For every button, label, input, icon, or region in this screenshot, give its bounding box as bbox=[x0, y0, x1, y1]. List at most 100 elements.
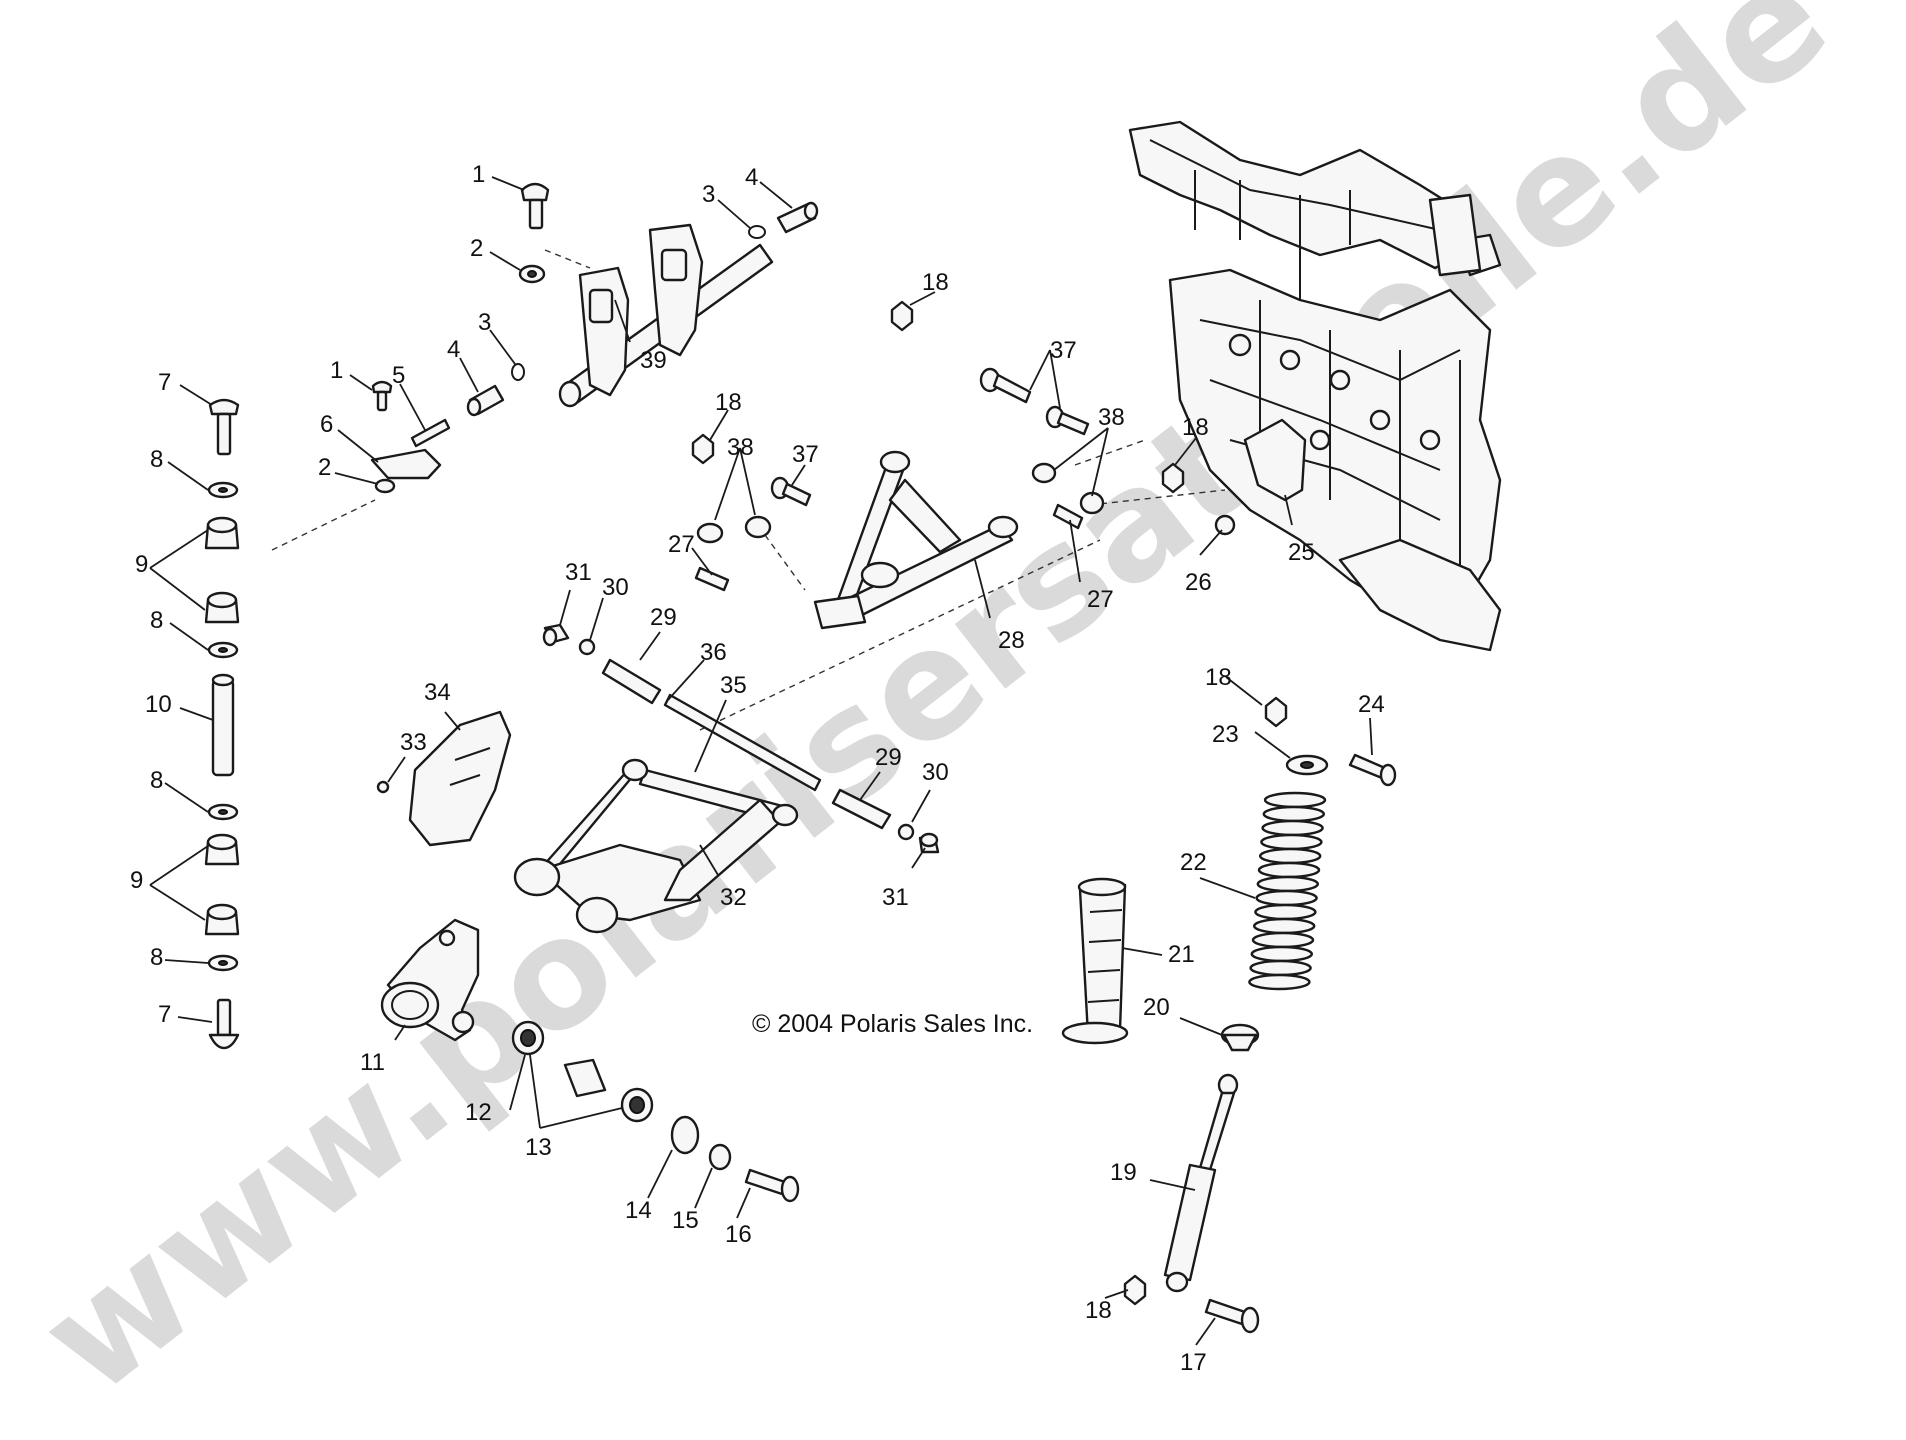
callout-21: 21 bbox=[1168, 941, 1195, 968]
spring-coil bbox=[1258, 847, 1322, 865]
part-2-nut-top bbox=[518, 264, 546, 284]
callout-15: 15 bbox=[672, 1207, 699, 1234]
part-1-bolt-small bbox=[371, 380, 393, 412]
callout-24: 24 bbox=[1358, 691, 1385, 718]
spring-coil bbox=[1257, 861, 1321, 879]
callout-34: 34 bbox=[424, 679, 451, 706]
callout-8-b: 8 bbox=[150, 607, 163, 634]
spring-coil bbox=[1262, 805, 1326, 823]
callout-28: 28 bbox=[998, 627, 1025, 654]
part-26-nut bbox=[1214, 514, 1236, 536]
callout-26: 26 bbox=[1185, 569, 1212, 596]
assembly-guide-lines bbox=[271, 249, 1226, 731]
part-30-washer-a bbox=[578, 638, 596, 656]
callout-19: 19 bbox=[1110, 1159, 1137, 1186]
leader-lines bbox=[149, 176, 1373, 1346]
spring-coil bbox=[1251, 931, 1315, 949]
part-29-sleeve-b bbox=[831, 788, 892, 830]
callout-30-a: 30 bbox=[602, 574, 629, 601]
callout-9-top: 9 bbox=[135, 551, 148, 578]
part-37-bolt-a bbox=[979, 367, 1032, 404]
callout-2-top: 2 bbox=[470, 235, 483, 262]
callout-29-a: 29 bbox=[650, 604, 677, 631]
callout-32: 32 bbox=[720, 884, 747, 911]
callout-18-d: 18 bbox=[1205, 664, 1232, 691]
part-3-oring-a bbox=[748, 225, 766, 239]
callout-9-bottom: 9 bbox=[130, 867, 143, 894]
frame-assembly bbox=[1128, 120, 1502, 652]
part-12-spacer bbox=[563, 1058, 607, 1098]
callout-18-b: 18 bbox=[715, 389, 742, 416]
callout-5: 5 bbox=[392, 362, 405, 389]
callout-3-top: 3 bbox=[702, 181, 715, 208]
copyright-text: © 2004 Polaris Sales Inc. bbox=[752, 1010, 1033, 1038]
callout-labels: 1 2 3 4 3 4 1 5 6 2 39 7 8 9 8 10 8 9 8 … bbox=[130, 161, 1385, 1376]
callout-22: 22 bbox=[1180, 849, 1207, 876]
callout-14: 14 bbox=[625, 1197, 652, 1224]
part-34-skid-guard bbox=[408, 710, 512, 847]
callout-29-b: 29 bbox=[875, 744, 902, 771]
spring-coil bbox=[1261, 819, 1324, 837]
callout-7-bottom: 7 bbox=[158, 1001, 171, 1028]
callout-4-top: 4 bbox=[745, 164, 758, 191]
part-38-bushing-c bbox=[1031, 462, 1057, 484]
part-38-bushing-a bbox=[696, 522, 724, 544]
part-6-bracket bbox=[370, 448, 442, 480]
callout-4-mid: 4 bbox=[447, 336, 460, 363]
part-14-washer bbox=[670, 1115, 700, 1155]
left-stack bbox=[204, 398, 240, 1050]
part-31-bolt-b bbox=[918, 832, 940, 854]
callout-31-b: 31 bbox=[882, 884, 909, 911]
callout-1-top: 1 bbox=[472, 161, 485, 188]
callout-36: 36 bbox=[700, 639, 727, 666]
callout-25: 25 bbox=[1288, 539, 1315, 566]
part-15-washer bbox=[708, 1143, 732, 1171]
spring-coil bbox=[1254, 903, 1317, 921]
part-28-upper-a-arm bbox=[813, 450, 1019, 630]
callout-8-d: 8 bbox=[150, 944, 163, 971]
callout-1-mid: 1 bbox=[330, 357, 343, 384]
callout-7-top: 7 bbox=[158, 369, 171, 396]
part-31-bolt-a bbox=[542, 623, 570, 647]
part-21-boot bbox=[1061, 877, 1129, 1045]
callout-13: 13 bbox=[525, 1134, 552, 1161]
spring-coil bbox=[1255, 889, 1318, 907]
callout-38-a: 38 bbox=[1098, 404, 1125, 431]
callout-18-a: 18 bbox=[922, 269, 949, 296]
watermark: www.polarisersatzteile.de bbox=[10, 0, 1859, 1428]
part-16-bolt bbox=[744, 1168, 800, 1203]
callout-31-a: 31 bbox=[565, 559, 592, 586]
part-32-lower-a-arm bbox=[513, 758, 799, 934]
part-36-pivot-shaft bbox=[663, 693, 822, 792]
callout-20: 20 bbox=[1143, 994, 1170, 1021]
part-4-bushing-a bbox=[776, 201, 819, 234]
callout-23: 23 bbox=[1212, 721, 1239, 748]
part-11-knuckle bbox=[380, 918, 480, 1042]
callout-8-c: 8 bbox=[150, 767, 163, 794]
callout-18-e: 18 bbox=[1085, 1297, 1112, 1324]
callout-17: 17 bbox=[1180, 1349, 1207, 1376]
part-27-pin-a bbox=[694, 566, 730, 592]
spring-coil bbox=[1248, 973, 1311, 991]
part-18-nuts bbox=[691, 300, 1288, 1306]
callout-6: 6 bbox=[320, 411, 333, 438]
callout-2-mid: 2 bbox=[318, 454, 331, 481]
part-24-bolt bbox=[1348, 753, 1397, 787]
part-13-bearing-b bbox=[620, 1087, 654, 1123]
spring-coil bbox=[1252, 917, 1316, 935]
callout-16: 16 bbox=[725, 1221, 752, 1248]
spring-coil bbox=[1256, 875, 1320, 893]
callout-10: 10 bbox=[145, 691, 172, 718]
part-25-bracket bbox=[1243, 418, 1307, 502]
part-1-bolt-top bbox=[520, 182, 550, 230]
callout-3-mid: 3 bbox=[478, 309, 491, 336]
part-33-screw bbox=[376, 780, 390, 794]
callout-18-c: 18 bbox=[1182, 414, 1209, 441]
callout-8-a: 8 bbox=[150, 446, 163, 473]
part-22-spring bbox=[1248, 791, 1327, 991]
callout-27-a: 27 bbox=[668, 531, 695, 558]
callout-33: 33 bbox=[400, 729, 427, 756]
part-4-bushing-b bbox=[466, 384, 505, 417]
callout-37-a: 37 bbox=[1050, 337, 1077, 364]
